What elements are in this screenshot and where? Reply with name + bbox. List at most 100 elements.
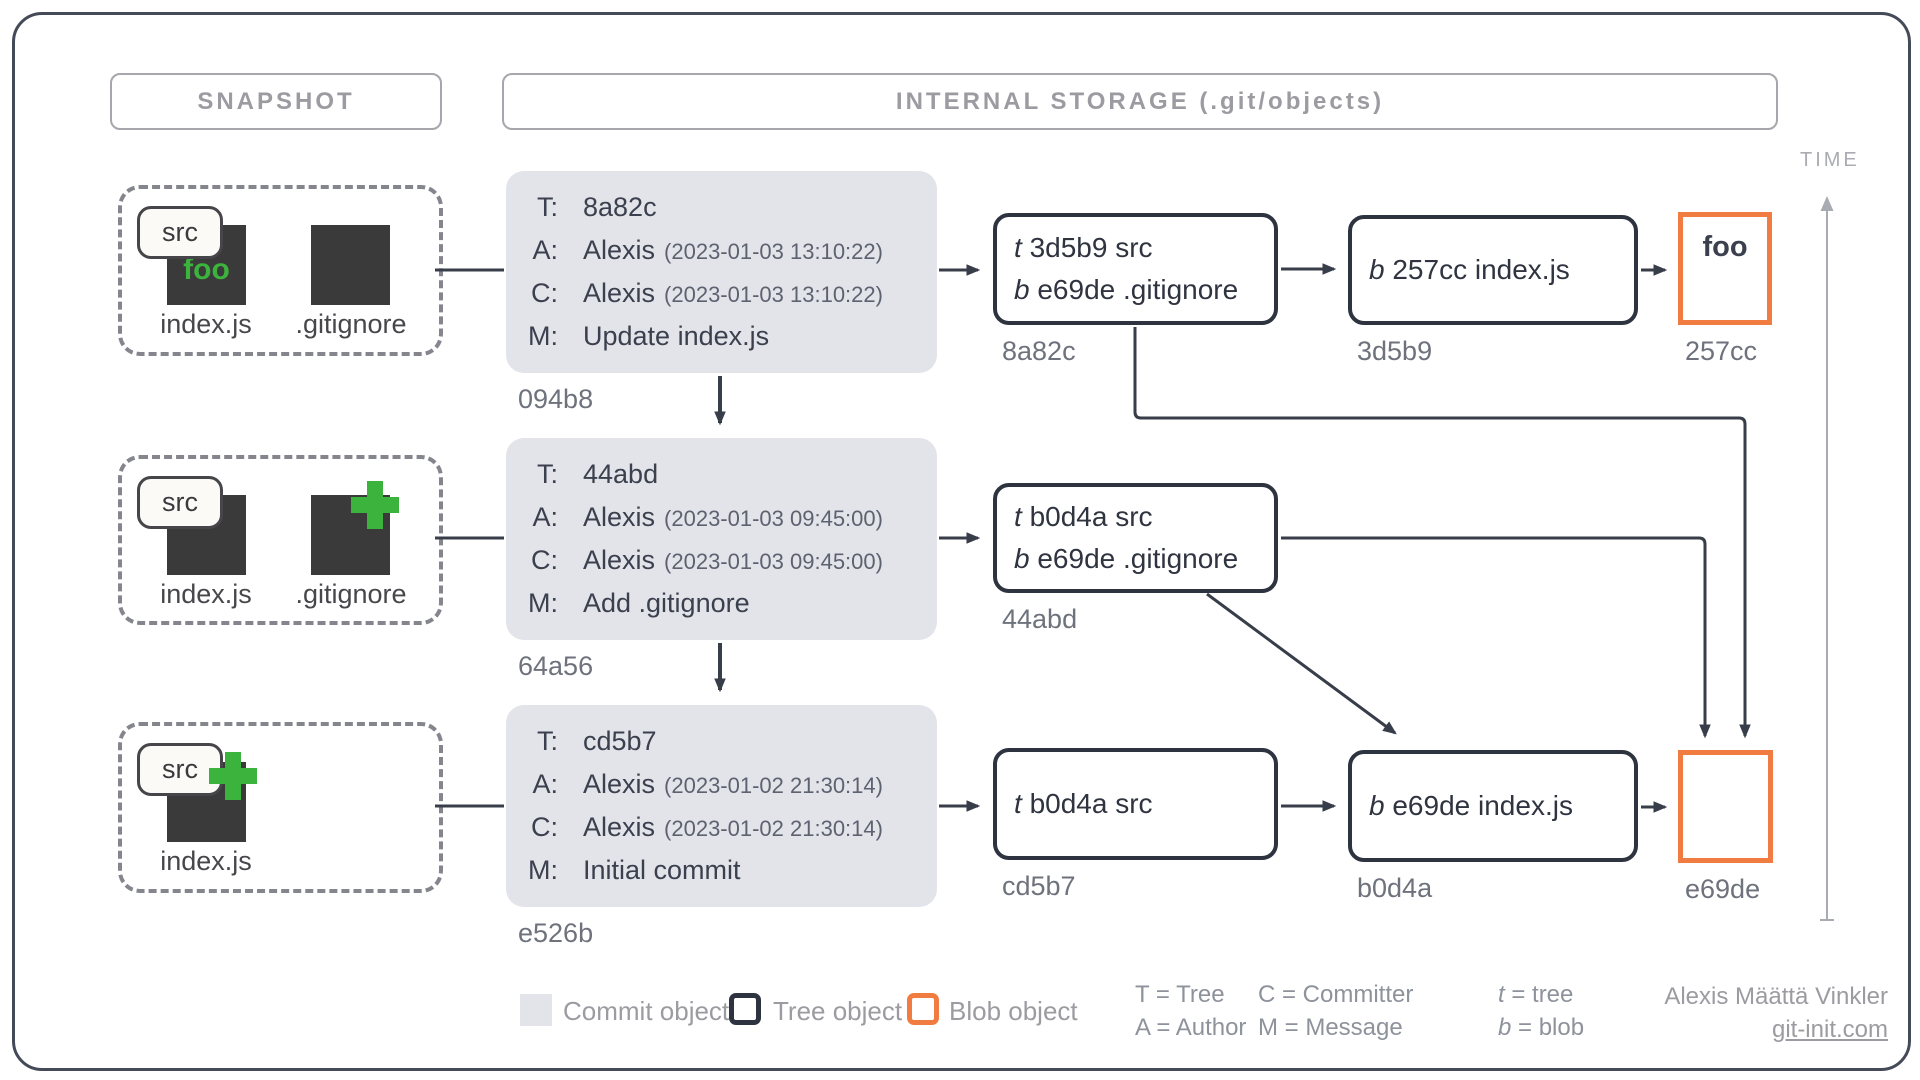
file-label-indexjs: index.js [160,846,252,876]
author-date: (2023-01-03 13:10:22) [664,239,883,264]
legend-tree-swatch [729,993,761,1025]
commit-committer-line: C: Alexis (2023-01-03 09:45:00) [506,539,937,582]
entry-ref: e69de index.js [1392,790,1573,821]
entry-type: t [1014,788,1022,819]
committer-date: (2023-01-02 21:30:14) [664,816,883,841]
legend-key-blob-lc: b = blob [1498,1014,1584,1042]
tree-entry: t b0d4a src [1014,496,1274,538]
committer-key: C: [531,545,558,575]
commit-hash-label: 64a56 [518,651,594,681]
tree-box: b e69de index.js [1348,750,1638,862]
snapshot-header-label: SNAPSHOT [197,87,355,115]
committer-name: Alexis [583,278,656,308]
tree-symbol-def: = tree [1504,981,1574,1008]
commit-message-line: M: Update index.js [506,315,937,358]
snapshot-header: SNAPSHOT [110,73,442,130]
message-key: M: [528,321,558,351]
message-text: Initial commit [583,855,741,885]
commit-box-e526b: T: cd5b7 A: Alexis (2023-01-02 21:30:14)… [506,705,937,949]
entry-ref: e69de .gitignore [1037,543,1239,574]
tree-hash: cd5b7 [583,726,657,756]
blob-object-e69de: e69de [1678,750,1773,905]
message-key: M: [528,588,558,618]
tree-hash-label: 3d5b9 [1357,336,1433,366]
tree-object-44abd: t b0d4a src b e69de .gitignore 44abd [993,483,1278,635]
legend-commit-swatch [520,994,552,1026]
legend-key-author: A = Author [1135,1014,1247,1041]
src-folder-label: src [162,217,198,247]
commit-author-line: A: Alexis (2023-01-03 13:10:22) [506,229,937,272]
message-text: Update index.js [583,321,770,351]
tree-hash: 8a82c [583,192,657,222]
src-folder-label: src [162,754,198,784]
blob-box [1678,750,1773,863]
legend-blob-label: Blob object [949,996,1078,1026]
entry-ref: 3d5b9 src [1029,232,1153,263]
author-date: (2023-01-03 09:45:00) [664,506,883,531]
commit-object: T: 8a82c A: Alexis (2023-01-03 13:10:22)… [506,171,937,373]
committer-key: C: [531,812,558,842]
commit-tree-line: T: cd5b7 [506,720,937,763]
tree-hash-label: cd5b7 [1002,871,1076,901]
commit-author-line: A: Alexis (2023-01-03 09:45:00) [506,496,937,539]
legend-tree-label: Tree object [773,996,903,1026]
author-name: Alexis [583,502,656,532]
legend-key-committer: C = Committer [1258,981,1414,1008]
committer-name: Alexis [583,812,656,842]
internal-storage-header-label: INTERNAL STORAGE (.git/objects) [895,87,1385,115]
blob-symbol: b [1498,1014,1512,1041]
tree-box: t b0d4a src b e69de .gitignore [993,483,1278,593]
tree-box: t b0d4a src [993,748,1278,860]
author-date: (2023-01-02 21:30:14) [664,773,883,798]
commit-message-line: M: Initial commit [506,849,937,892]
entry-ref: b0d4a src [1029,788,1153,819]
commit-message-line: M: Add .gitignore [506,582,937,625]
tree-box: t 3d5b9 src b e69de .gitignore [993,213,1278,325]
entry-type: b [1014,274,1030,305]
tree-entry: t 3d5b9 src [1014,227,1274,269]
commit-tree-line: T: 8a82c [506,186,937,229]
tree-entry: b e69de index.js [1369,785,1634,827]
tree-hash-label: 44abd [1002,604,1078,634]
tree-key: T: [536,192,558,222]
author-name: Alexis [583,769,656,799]
commit-committer-line: C: Alexis (2023-01-03 13:10:22) [506,272,937,315]
legend-key-tree: T = Tree [1135,981,1225,1008]
committer-date: (2023-01-03 13:10:22) [664,282,883,307]
tree-entry: b 257cc index.js [1369,249,1634,291]
blob-object-257cc: foo 257cc [1678,212,1772,367]
credit-author: Alexis Määttä Vinkler [1664,983,1888,1010]
blob-symbol-def: = blob [1511,1014,1585,1041]
commit-tree-line: T: 44abd [506,453,937,496]
git-init-link[interactable]: git-init.com [1771,1016,1888,1043]
committer-key: C: [531,278,558,308]
file-label-gitignore: .gitignore [295,579,407,609]
commit-committer-line: C: Alexis (2023-01-02 21:30:14) [506,806,937,849]
file-label-indexjs: index.js [160,309,252,339]
committer-name: Alexis [583,545,656,575]
added-plus-icon [209,752,257,800]
src-folder-tab: src [137,206,223,259]
src-folder-label: src [162,487,198,517]
committer-date: (2023-01-03 09:45:00) [664,549,883,574]
commit-object: T: cd5b7 A: Alexis (2023-01-02 21:30:14)… [506,705,937,907]
tree-object-b0d4a: b e69de index.js b0d4a [1348,750,1638,904]
legend-key-tree-lc: t = tree [1498,981,1573,1009]
tree-key: T: [536,726,558,756]
entry-ref: 257cc index.js [1392,254,1570,285]
commit-author-line: A: Alexis (2023-01-02 21:30:14) [506,763,937,806]
file-label-gitignore: .gitignore [295,309,407,339]
time-axis-label: TIME [1800,149,1860,171]
legend-commit-label: Commit object [563,996,730,1026]
author-name: Alexis [583,235,656,265]
tree-box: b 257cc index.js [1348,215,1638,325]
src-folder-tab: src [137,476,223,529]
file-label-indexjs: index.js [160,579,252,609]
snapshot-box-1: src foo index.js .gitignore [118,185,443,356]
entry-type: t [1014,501,1022,532]
message-text: Add .gitignore [583,588,750,618]
legend-key-message: M = Message [1258,1014,1403,1041]
commit-box-094b8: T: 8a82c A: Alexis (2023-01-03 13:10:22)… [506,171,937,415]
commit-object: T: 44abd A: Alexis (2023-01-03 09:45:00)… [506,438,937,640]
tree-key: T: [536,459,558,489]
